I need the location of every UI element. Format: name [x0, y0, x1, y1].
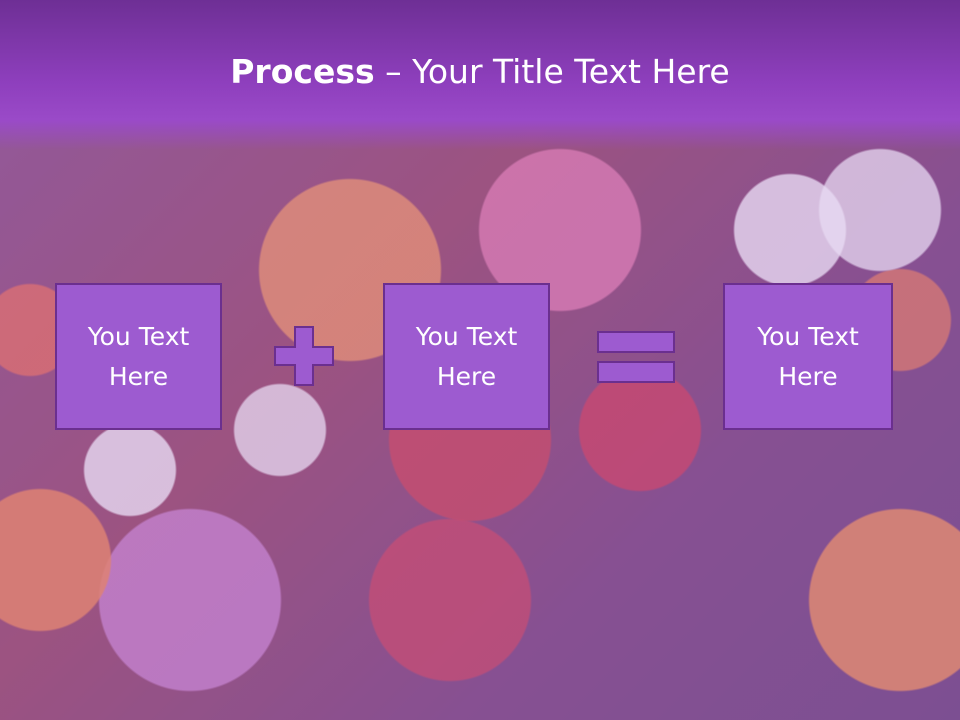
title-bold: Process	[230, 52, 375, 91]
title-rest: – Your Title Text Here	[374, 52, 730, 91]
process-box-2-text: You Text Here	[415, 321, 518, 391]
title-bar	[0, 0, 960, 150]
equals-icon	[597, 331, 675, 383]
plus-icon	[274, 326, 334, 386]
process-box-3-text: You Text Here	[757, 321, 859, 391]
slide-title: Process – Your Title Text Here	[0, 52, 960, 91]
process-box-3[interactable]: You Text Here	[723, 283, 893, 430]
process-box-2[interactable]: You Text Here	[383, 283, 550, 430]
process-box-1[interactable]: You Text Here	[55, 283, 222, 430]
process-box-1-text: You Text Here	[87, 321, 190, 391]
